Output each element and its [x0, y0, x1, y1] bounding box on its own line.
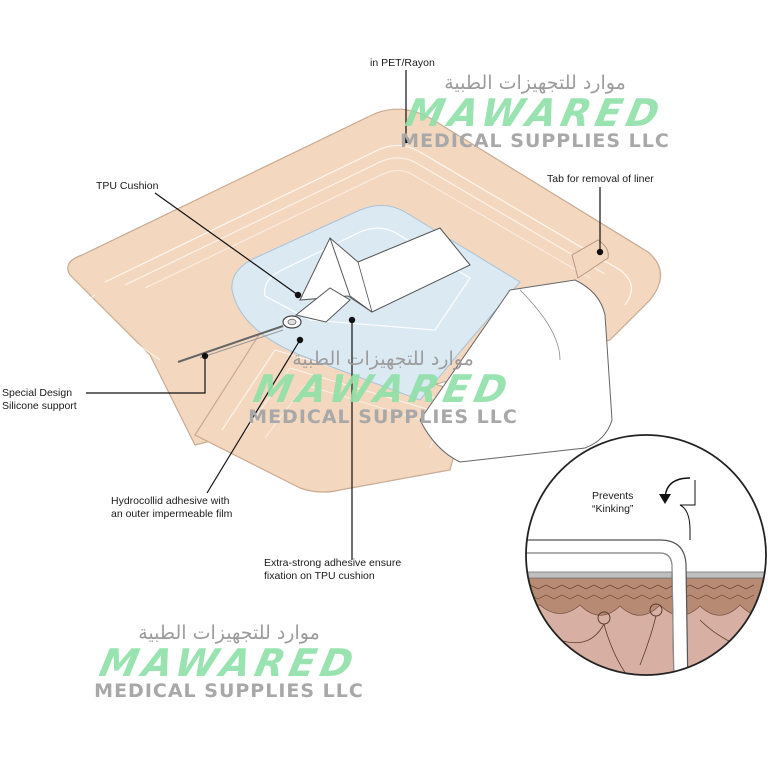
dot-hydrocolloid — [297, 337, 303, 343]
label-tab-liner: Tab for removal of liner — [547, 173, 654, 186]
watermark-center: موارد للتجهيزات الطبية MAWARED MEDICAL S… — [228, 348, 538, 427]
label-hydrocolloid: Hydrocollid adhesive with an outer imper… — [111, 495, 232, 521]
label-extra-strong: Extra-strong adhesive ensure fixation on… — [264, 557, 401, 583]
watermark-bottom: موارد للتجهيزات الطبية MAWARED MEDICAL S… — [74, 622, 384, 701]
watermark-brand: MAWARED — [224, 370, 542, 408]
dot-tab — [597, 249, 603, 255]
label-silicone: Special Design Silicone support — [2, 387, 77, 413]
dot-extra-strong — [349, 317, 355, 323]
label-silicone-line2: Silicone support — [2, 400, 77, 413]
watermark-brand: MAWARED — [70, 644, 388, 682]
label-silicone-line1: Special Design — [2, 387, 77, 400]
dot-silicone — [202, 353, 208, 359]
label-prevents-kinking: Prevents “Kinking” — [592, 490, 633, 516]
label-hydrocolloid-line1: Hydrocollid adhesive with — [111, 495, 232, 508]
dot-tpu — [295, 292, 301, 298]
dressing-layer — [520, 572, 768, 578]
label-hydrocolloid-line2: an outer impermeable film — [111, 508, 232, 521]
catheter-hub-inner — [288, 319, 296, 325]
watermark-brand: MAWARED — [376, 94, 694, 132]
label-extra-strong-line2: fixation on TPU cushion — [264, 570, 401, 583]
label-prevents-line2: “Kinking” — [592, 503, 633, 516]
label-pet-rayon: in PET/Rayon — [370, 57, 435, 70]
label-prevents-line1: Prevents — [592, 490, 633, 503]
label-tpu-cushion: TPU Cushion — [96, 180, 158, 193]
label-extra-strong-line1: Extra-strong adhesive ensure — [264, 557, 401, 570]
watermark-top: موارد للتجهيزات الطبية MAWARED MEDICAL S… — [380, 72, 690, 151]
